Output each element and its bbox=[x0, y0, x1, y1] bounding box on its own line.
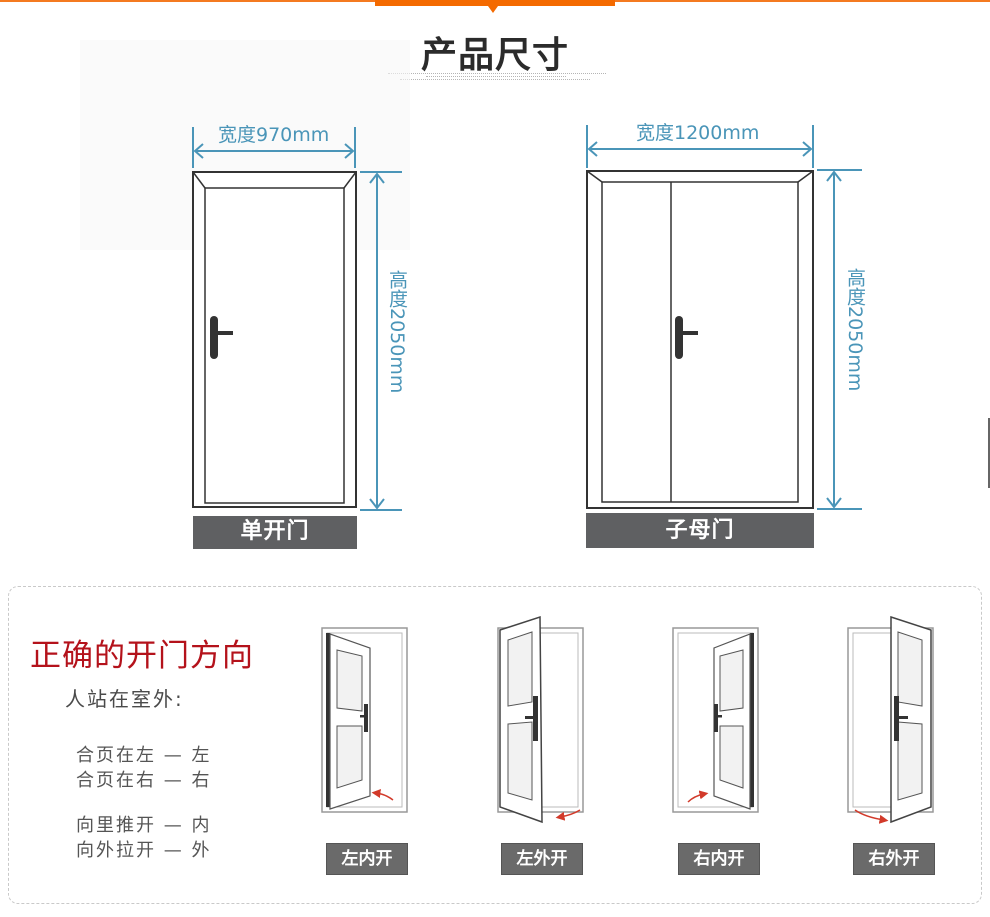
rule-hinge-right: 合页在右 — 右 bbox=[76, 770, 212, 791]
double-door-label: 子母门 bbox=[586, 513, 814, 548]
direction-label-right-out: 右外开 bbox=[853, 843, 935, 875]
opening-direction-subtitle: 人站在室外: bbox=[65, 687, 184, 711]
door-dimension-diagrams bbox=[192, 125, 862, 511]
rule-hinge-left: 合页在左 — 左 bbox=[76, 745, 212, 766]
right-edge-mark bbox=[988, 418, 990, 488]
top-accent-tab bbox=[375, 0, 615, 6]
opening-direction-title: 正确的开门方向 bbox=[30, 638, 254, 674]
top-notch-icon bbox=[488, 6, 498, 13]
right-outward-door-icon bbox=[847, 615, 934, 824]
decorative-subtitle bbox=[388, 73, 606, 82]
double-door-drawing bbox=[586, 125, 862, 510]
single-door-width-label: 宽度970mm bbox=[218, 124, 330, 146]
direction-label-left-in: 左内开 bbox=[326, 843, 408, 875]
rule-pull-out: 向外拉开 — 外 bbox=[76, 840, 212, 861]
left-inward-door-icon bbox=[321, 627, 408, 813]
single-door-drawing bbox=[192, 127, 402, 511]
double-door-width-label: 宽度1200mm bbox=[636, 122, 760, 144]
opening-direction-panel bbox=[8, 586, 982, 904]
rule-push-in: 向里推开 — 内 bbox=[76, 815, 212, 836]
left-outward-door-icon bbox=[497, 615, 584, 824]
door-swing-diagrams bbox=[321, 615, 934, 824]
single-door-label: 单开门 bbox=[193, 516, 357, 549]
page-title: 产品尺寸 bbox=[420, 35, 569, 76]
direction-label-right-in: 右内开 bbox=[678, 843, 760, 875]
direction-label-left-out: 左外开 bbox=[501, 843, 583, 875]
double-door-height-label: 高度2050mm bbox=[844, 268, 866, 392]
right-inward-door-icon bbox=[672, 627, 759, 813]
single-door-height-label: 高度2050mm bbox=[386, 270, 408, 394]
